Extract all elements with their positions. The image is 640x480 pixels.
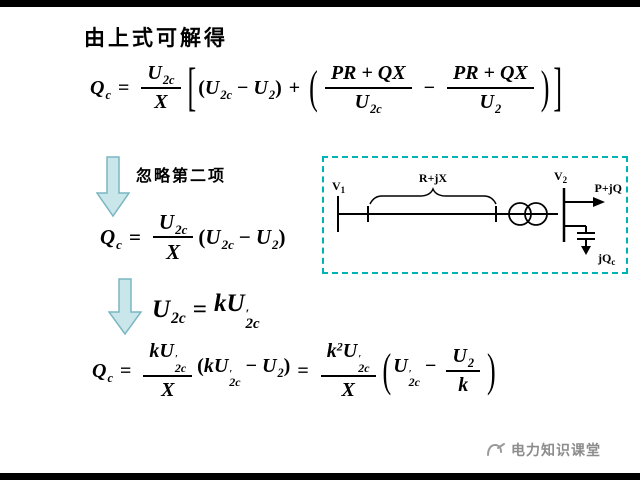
- f1-left-paren: (: [309, 61, 318, 114]
- f4-fraction-3: U2 k: [446, 345, 481, 397]
- f4-term-1: (kU′2c−U2): [197, 354, 291, 389]
- f1-term-difference: (U2c−U2): [198, 76, 282, 102]
- circuit-diagram: V1 R+jX V2 P+jQ jQc: [332, 169, 623, 267]
- transformer-icon: [524, 202, 548, 226]
- f1-main-fraction: U2c X: [141, 62, 181, 114]
- f2-term-difference: (U2c−U2): [198, 224, 286, 252]
- transformer-icon: [508, 202, 532, 226]
- f4-equals-1: =: [119, 359, 132, 382]
- bottom-letterbox-bar: [0, 473, 640, 480]
- impedance-brace: [369, 187, 497, 205]
- f4-equals-2: =: [297, 359, 309, 382]
- f1-right-paren: ): [540, 61, 550, 114]
- capacitor-arrowhead: [581, 246, 591, 255]
- annotation-ignore-second-term: 忽略第二项: [136, 168, 227, 185]
- f1-fraction-2: PR + QX U2c: [324, 62, 412, 115]
- down-arrow-icon: [107, 278, 143, 336]
- f1-equals: =: [117, 76, 130, 99]
- label-v2: V2: [554, 169, 568, 185]
- label-capacitor: jQc: [597, 251, 615, 267]
- label-v1: V1: [332, 179, 346, 195]
- f1-plus: +: [288, 76, 301, 99]
- f3-equals: =: [192, 296, 207, 324]
- f4-fraction-2: k2U′2c X: [320, 340, 376, 402]
- f3-lhs: U2c: [152, 296, 186, 328]
- formula-qc-final: Qc = kU′2c X (kU′2c−U2) = k2U′2c X ( U′2…: [92, 340, 498, 402]
- down-arrow-icon: [95, 156, 131, 218]
- f1-lhs: Qc: [90, 76, 111, 102]
- watermark: 电力知识课堂: [486, 440, 601, 460]
- circuit-panel: V1 R+jX V2 P+jQ jQc: [322, 156, 628, 274]
- page-title: 由上式可解得: [84, 27, 228, 50]
- f4-lhs: Qc: [92, 359, 113, 385]
- down-arrow-2: [107, 278, 143, 341]
- f2-lhs: Qc: [100, 224, 122, 252]
- label-load: P+jQ: [595, 181, 623, 195]
- f3-rhs: kU′2c: [213, 290, 260, 333]
- watermark-logo-icon: [487, 443, 505, 456]
- f4-term-2: U′2c−: [393, 354, 437, 389]
- label-impedance: R+jX: [419, 171, 448, 185]
- f2-equals: =: [128, 224, 141, 249]
- f1-left-bracket: [: [187, 57, 197, 117]
- f4-fraction-1: kU′2c X: [143, 340, 193, 402]
- formula-u2c-substitution: U2c = kU′2c: [152, 290, 260, 333]
- f4-right-paren: ): [487, 344, 496, 397]
- top-letterbox-bar: [0, 0, 640, 7]
- down-arrow-1: [95, 156, 131, 223]
- f1-fraction-3: PR + QX U2: [446, 62, 534, 115]
- f1-minus: −: [423, 76, 435, 99]
- formula-qc-exact: Qc = U2c X [ (U2c−U2) + ( PR + QX U2c − …: [90, 57, 564, 117]
- f1-right-bracket: ]: [553, 57, 563, 117]
- f2-fraction: U2c X: [152, 210, 194, 264]
- f4-left-paren: (: [382, 344, 392, 397]
- load-arrowhead: [593, 197, 605, 207]
- formula-qc-simplified: Qc = U2c X (U2c−U2): [100, 210, 286, 264]
- watermark-text: 电力知识课堂: [511, 442, 601, 458]
